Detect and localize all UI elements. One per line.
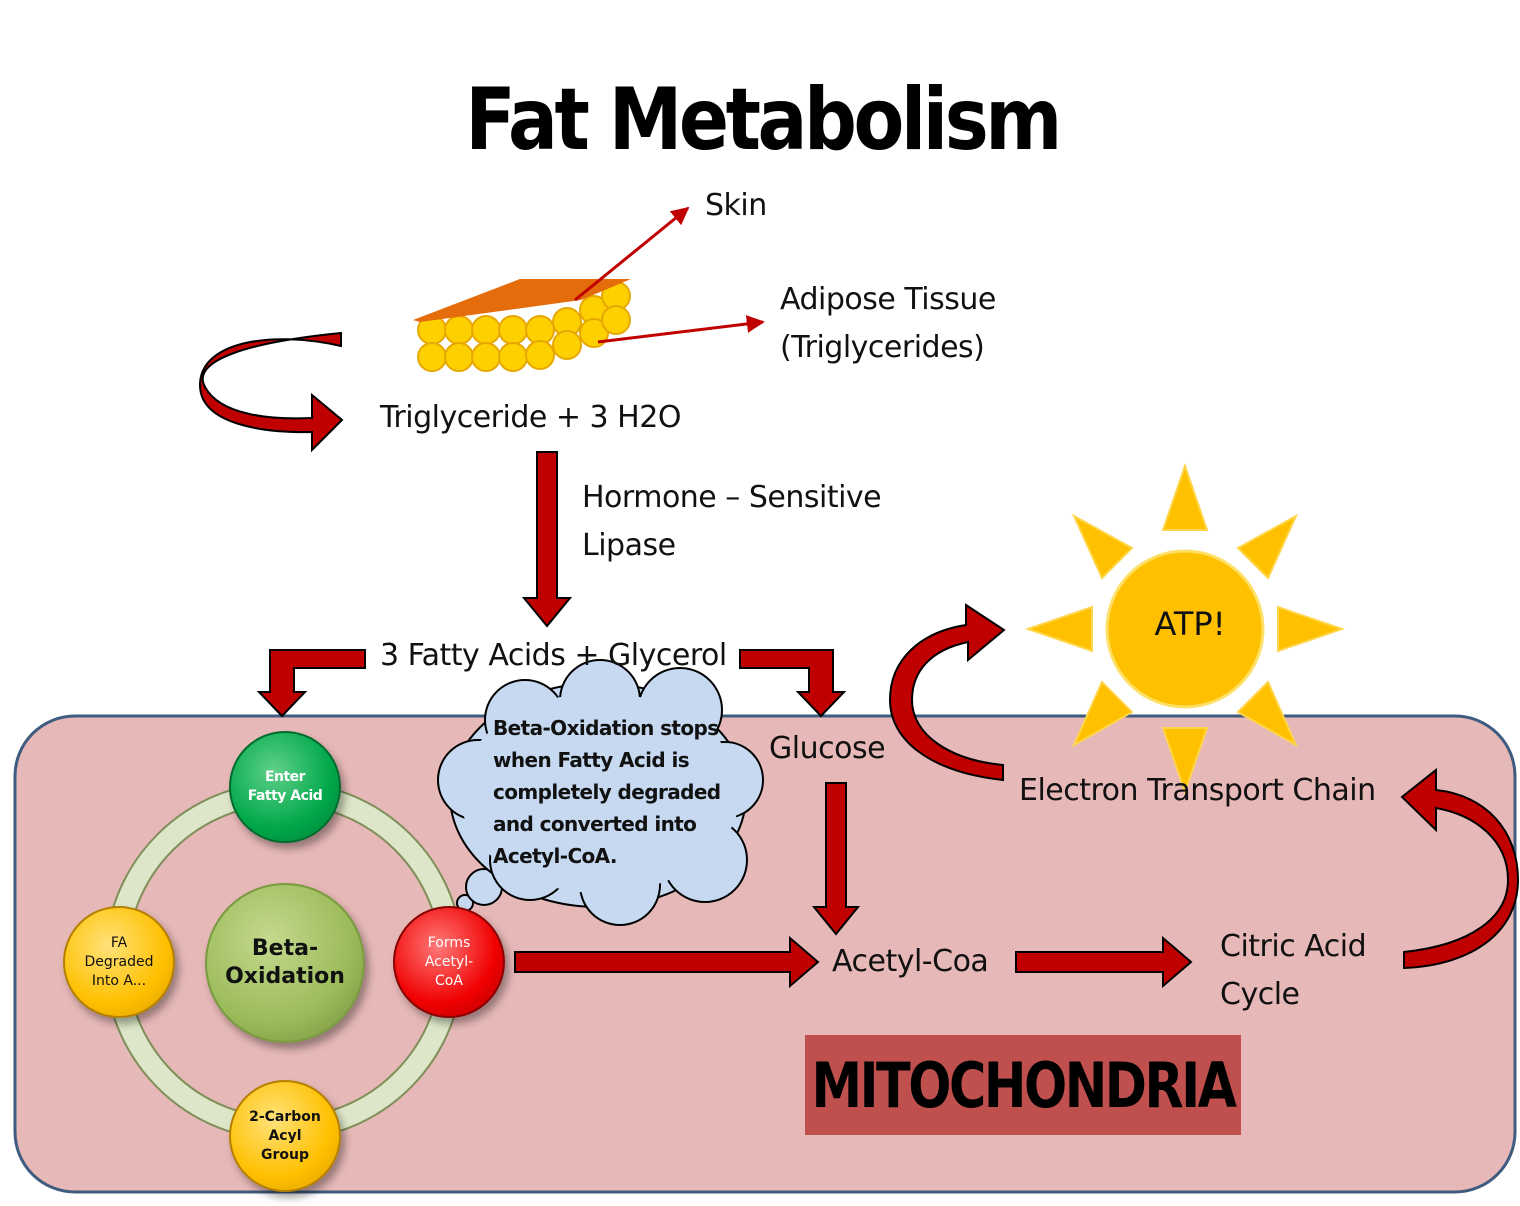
mitochondria-label: MITOCHONDRIA (811, 1048, 1237, 1122)
node-beta-oxidation-center: Beta- Oxidation (205, 883, 365, 1043)
skin-pointer-arrow (574, 206, 690, 302)
label-skin: Skin (705, 188, 767, 223)
label-adipose-tissue: Adipose Tissue (Triglycerides) (780, 282, 996, 365)
node-enter-fatty-acid: Enter Fatty Acid (229, 731, 341, 843)
node-two-carbon-acyl-label: 2-Carbon Acyl Group (249, 1108, 321, 1163)
node-fa-degraded: FA Degraded Into A... (63, 906, 175, 1018)
label-glucose: Glucose (769, 731, 886, 766)
curved-arrow-triglyceride (198, 331, 344, 453)
thought-cloud (437, 659, 764, 926)
label-citric-acid-cycle: Citric Acid Cycle (1220, 929, 1367, 1012)
node-enter-fatty-acid-label: Enter Fatty Acid (247, 769, 323, 804)
citric-to-etc-curved-arrow (1400, 767, 1520, 970)
node-beta-oxidation-label: Beta- Oxidation (225, 936, 345, 989)
label-electron-transport-chain: Electron Transport Chain (1019, 773, 1376, 808)
label-enzyme: Hormone – Sensitive Lipase (582, 480, 882, 563)
label-triglyceride: Triglyceride + 3 H2O (380, 400, 681, 435)
to-citric-arrow (1015, 935, 1193, 989)
node-forms-acetyl-coa: Forms Acetyl- CoA (393, 906, 505, 1018)
node-forms-acetyl-coa-label: Forms Acetyl- CoA (424, 934, 474, 989)
glucose-down-arrow (811, 782, 861, 936)
skin-layer (413, 279, 631, 322)
atp-sun-icon (1024, 462, 1346, 796)
elbow-arrow-right (739, 649, 847, 718)
cloud-note: Beta-Oxidation stops when Fatty Acid is … (493, 716, 721, 868)
adipose-pointer-arrow (597, 315, 765, 344)
mitochondria-label-box: MITOCHONDRIA (805, 1035, 1241, 1135)
page-title: Fat Metabolism (465, 70, 1062, 170)
etc-to-atp-curved-arrow (888, 603, 1006, 782)
node-fa-degraded-label: FA Degraded Into A... (84, 934, 154, 989)
node-two-carbon-acyl-group: 2-Carbon Acyl Group (229, 1080, 341, 1192)
lipase-down-arrow (521, 451, 573, 628)
label-fatty-acids: 3 Fatty Acids + Glycerol (380, 638, 727, 673)
elbow-arrow-left (256, 649, 366, 718)
adipose-tissue-icon (413, 279, 631, 372)
to-acetyl-arrow (514, 935, 820, 989)
label-acetyl-coa: Acetyl-Coa (832, 944, 989, 979)
label-atp: ATP! (1154, 605, 1226, 643)
